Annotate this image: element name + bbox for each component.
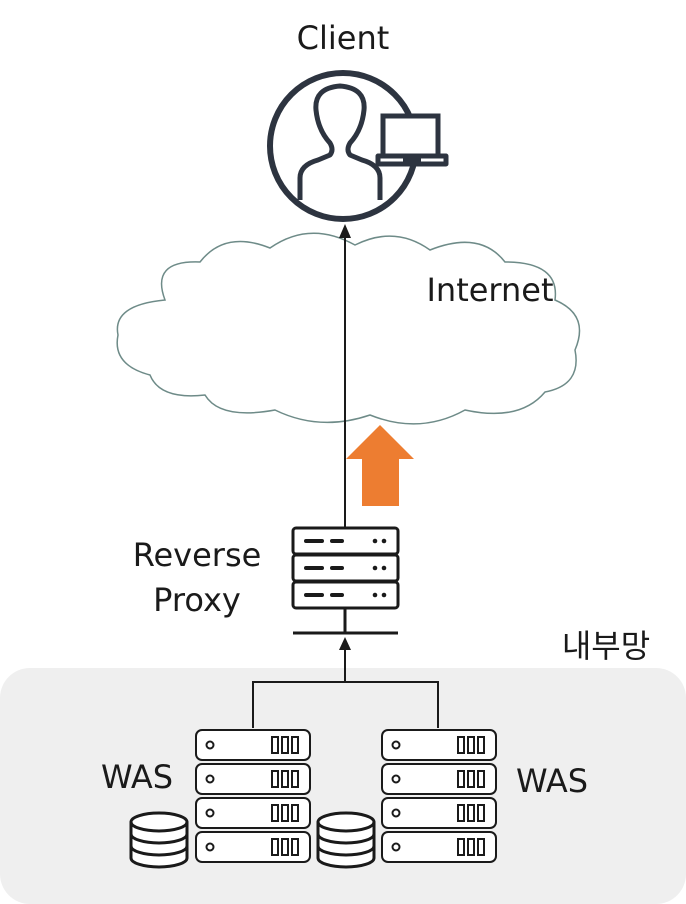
- client-user-icon: [267, 70, 419, 222]
- internet-label: Internet: [426, 271, 553, 309]
- was-right-label: WAS: [516, 762, 588, 800]
- client-label: Client: [297, 19, 390, 57]
- was-to-proxy-connector: [252, 648, 439, 728]
- internet-cloud: [116, 232, 581, 425]
- internal-network-label: 내부망: [562, 627, 650, 665]
- was-server-left-icon: [195, 729, 311, 863]
- laptop-icon: [375, 113, 449, 167]
- reverse-proxy-label-line1: Reverse: [133, 536, 262, 574]
- client-arrowhead: [339, 224, 351, 238]
- database-right-icon: [316, 811, 376, 869]
- was-server-right-icon: [381, 729, 497, 863]
- reverse-proxy-label-line2: Proxy: [153, 581, 241, 619]
- outbound-traffic-arrow: [346, 425, 414, 506]
- proxy-arrowhead: [339, 637, 351, 650]
- database-left-icon: [129, 811, 189, 869]
- reverse-proxy-server-icon: [291, 526, 400, 635]
- was-left-label: WAS: [101, 758, 173, 796]
